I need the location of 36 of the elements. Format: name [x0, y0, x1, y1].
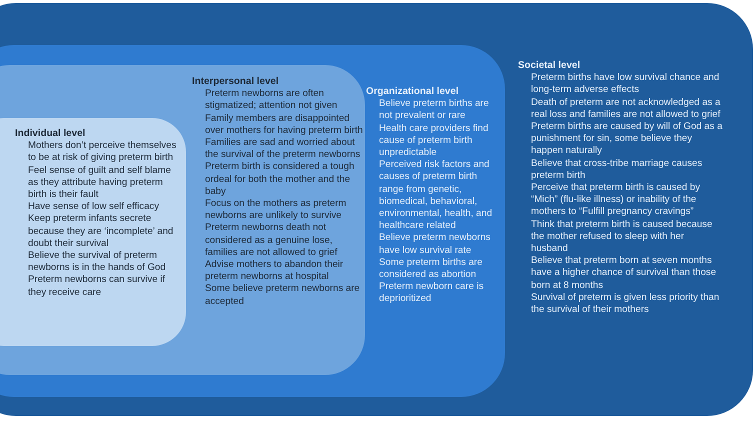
level-heading: Organizational level: [366, 86, 459, 98]
bullet-text: Health care providers find cause of preterm birth unpredictable: [379, 122, 490, 160]
bullet-text: Preterm newborns can survive if they receive care: [28, 274, 166, 299]
level-panel: [0, 45, 505, 397]
bullet-text: Families are sad and worried about the survival of the preterm newborns: [205, 137, 362, 162]
bullet-text: Believe the survival of preterm newborns is in the hands of God: [28, 250, 167, 274]
bullet-text: Some believe preterm newborns are accepted: [205, 283, 361, 308]
bullet-text: Perceived risk factors and causes of preterm birth range from genetic, biomedical, behavioral, environmental, health, and healthcare related: [379, 159, 494, 232]
bullet-text: Preterm births have low survival chance and long-term adverse effects: [531, 72, 720, 97]
bullet-text: Preterm newborns are often stigmatized; attention not given: [205, 88, 338, 113]
bullet-text: Believe preterm newborns have low survival rate: [379, 232, 492, 257]
bullet-text: Preterm newborn care is deprioritized: [379, 281, 485, 306]
bullet-text: Believe preterm births are not prevalent or rare: [379, 98, 490, 123]
level-heading: Societal level: [518, 60, 580, 72]
bullet-text: Preterm birth is considered a tough ordeal for both the mother and the baby: [205, 161, 356, 198]
level-heading: Individual level: [15, 128, 86, 140]
bullet-text: Think that preterm birth is caused because the mother refused to sleep with her husband: [531, 218, 714, 256]
bullet-text: Some preterm births are considered as abortion: [379, 256, 484, 282]
level-panel: [0, 65, 365, 375]
bullet-text: Family members are disappointed over mothers for having preterm birth: [205, 112, 364, 138]
bullet-text: Have sense of low self efficacy: [28, 201, 160, 214]
bullet-text: Keep preterm infants secrete because they are ‘incomplete’ and doubt their survival: [28, 213, 174, 250]
bullet-text: Mothers don’t perceive themselves to be at risk of giving preterm birth: [28, 140, 178, 165]
bullet-text: Advise mothers to abandon their preterm newborns at hospital: [205, 259, 344, 284]
bullet-text: Focus on the mothers as preterm newborns are unlikely to survive: [205, 198, 348, 222]
bullet-text: Feel sense of guilt and self blame as they attribute having preterm birth is their fault: [28, 164, 172, 202]
level-panel: [0, 3, 753, 416]
bullet-text: Death of preterm are not acknowledged as a real loss and families are not allowed to grief: [531, 96, 722, 122]
bullet-text: Preterm births are caused by will of God as a punishment for sin, some believe they happen naturally: [531, 121, 723, 158]
bullet-text: Preterm newborns death not considered as a genuine lose, families are not allowed to grief: [205, 222, 338, 260]
level-panel: [0, 118, 186, 346]
bullet-text: Believe that cross-tribe marriage causes preterm birth: [531, 158, 704, 182]
bullet-text: Perceive that preterm birth is caused by “Mich” (flu-like illness) or inability of the mothers to “Fulfill pregnancy cravings”: [531, 182, 702, 219]
bullet-text: Survival of preterm is given less priority than the survival of their mothers: [531, 292, 720, 316]
bullet-text: Believe that preterm born at seven months have a higher chance of survival than those born at 8 months: [531, 255, 718, 292]
level-heading: Interpersonal level: [192, 76, 279, 88]
